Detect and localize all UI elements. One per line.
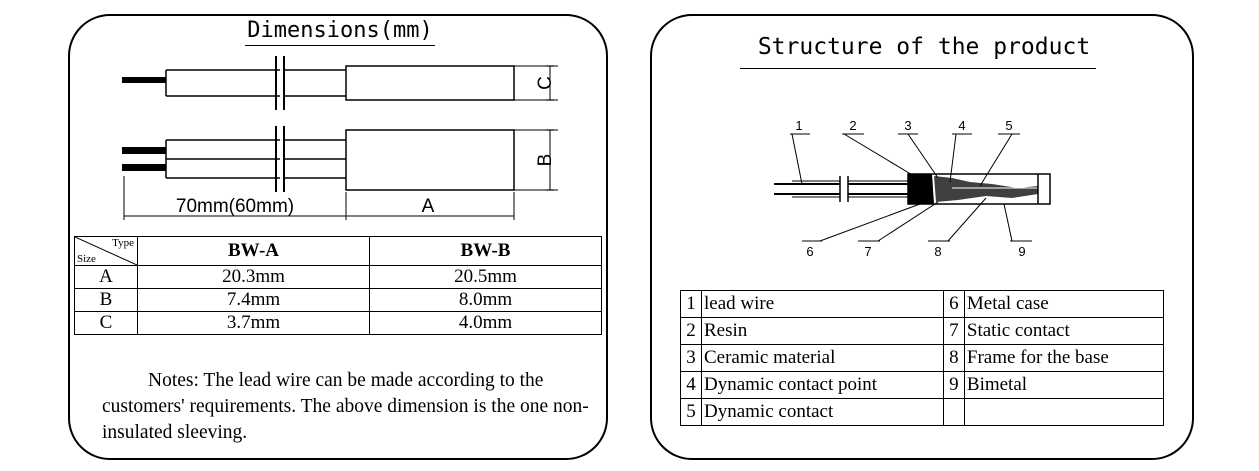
- table-row: 3 Ceramic material 8 Frame for the base: [680, 344, 1165, 372]
- part-number: 2: [680, 317, 702, 345]
- cell-bw-a: 20.3mm: [137, 265, 370, 289]
- table-row: A 20.3mm 20.5mm: [74, 265, 602, 289]
- cell-bw-b: 20.5mm: [369, 265, 602, 289]
- part-number: 7: [942, 317, 965, 345]
- part-label: Ceramic material: [701, 344, 944, 372]
- callout-6: 6: [806, 244, 813, 259]
- corner-size-label: Size: [77, 253, 96, 265]
- structure-drawing: 1 2 3 4 5 6 7 8 9: [774, 118, 1051, 259]
- table-row: 5 Dynamic contact: [680, 398, 1165, 426]
- sensor-side-view-bottom: [122, 126, 558, 192]
- part-number: 1: [680, 290, 702, 318]
- table-corner-cell: Type Size: [74, 236, 138, 266]
- part-label: Frame for the base: [963, 344, 1165, 372]
- internal-parts: [934, 176, 1038, 202]
- part-label: Metal case: [963, 290, 1165, 318]
- row-size: C: [74, 311, 138, 335]
- resin-fill: [908, 174, 934, 204]
- callout-7: 7: [864, 244, 871, 259]
- header-bw-b: BW-B: [369, 236, 602, 266]
- table-row: C 3.7mm 4.0mm: [74, 311, 602, 335]
- size-table-header: Type Size BW-A BW-B: [74, 236, 602, 266]
- part-label: Bimetal: [963, 371, 1165, 399]
- table-row: B 7.4mm 8.0mm: [74, 288, 602, 312]
- callout-2: 2: [849, 118, 856, 133]
- part-label: Dynamic contact point: [701, 371, 944, 399]
- part-label: lead wire: [701, 290, 944, 318]
- part-number: 8: [942, 344, 965, 372]
- table-row: 2 Resin 7 Static contact: [680, 317, 1165, 345]
- dimension-drawing: C B 70mm(60mm) A: [122, 56, 558, 220]
- label-b: B: [535, 154, 556, 167]
- structure-panel: Structure of the product: [650, 14, 1194, 460]
- sensor-side-view-top: [122, 56, 558, 110]
- row-size: A: [74, 265, 138, 289]
- dimensions-title: Dimensions(mm): [70, 18, 610, 46]
- corner-type-label: Type: [112, 237, 134, 249]
- cell-bw-b: 8.0mm: [369, 288, 602, 312]
- part-number: 6: [942, 290, 965, 318]
- callout-leaders-bottom: [802, 197, 1032, 242]
- part-number: 4: [680, 371, 702, 399]
- size-table: Type Size BW-A BW-B A 20.3mm 20.5mm B 7.…: [74, 236, 602, 335]
- case-body-top: [345, 65, 515, 101]
- table-row: 4 Dynamic contact point 9 Bimetal: [680, 371, 1165, 399]
- label-a: A: [422, 196, 435, 217]
- cell-bw-a: 7.4mm: [137, 288, 370, 312]
- callout-9: 9: [1018, 244, 1025, 259]
- part-number: 3: [680, 344, 702, 372]
- wire-end-top: [122, 77, 166, 83]
- part-label: Static contact: [963, 317, 1165, 345]
- dimensions-panel: Dimensions(mm): [68, 14, 608, 460]
- parts-table: 1 lead wire 6 Metal case 2 Resin 7 Stati…: [680, 290, 1165, 426]
- callout-3: 3: [904, 118, 911, 133]
- cell-bw-b: 4.0mm: [369, 311, 602, 335]
- part-label: [963, 398, 1165, 426]
- part-label: Dynamic contact: [701, 398, 944, 426]
- notes-body: Notes: The lead wire can be made accordi…: [102, 370, 589, 443]
- part-number: 9: [942, 371, 965, 399]
- callout-8: 8: [934, 244, 941, 259]
- notes-text: Notes: The lead wire can be made accordi…: [102, 368, 598, 446]
- part-number: 5: [680, 398, 702, 426]
- header-bw-a: BW-A: [137, 236, 370, 266]
- corner-diagonal: [75, 237, 137, 265]
- dimensions-title-text: Dimensions(mm): [245, 18, 435, 46]
- structure-title-underline: [740, 68, 1096, 69]
- label-wire-length: 70mm(60mm): [176, 196, 294, 217]
- label-c: C: [535, 76, 556, 90]
- case-body-bottom: [345, 129, 515, 191]
- structure-title: Structure of the product: [757, 34, 1091, 60]
- callout-5: 5: [1005, 118, 1012, 133]
- part-number: [942, 398, 965, 426]
- callout-4: 4: [958, 118, 965, 133]
- callout-leaders-top: [790, 133, 1020, 187]
- part-label: Resin: [701, 317, 944, 345]
- callout-1: 1: [795, 118, 802, 133]
- cell-bw-a: 3.7mm: [137, 311, 370, 335]
- row-size: B: [74, 288, 138, 312]
- table-row: 1 lead wire 6 Metal case: [680, 290, 1165, 318]
